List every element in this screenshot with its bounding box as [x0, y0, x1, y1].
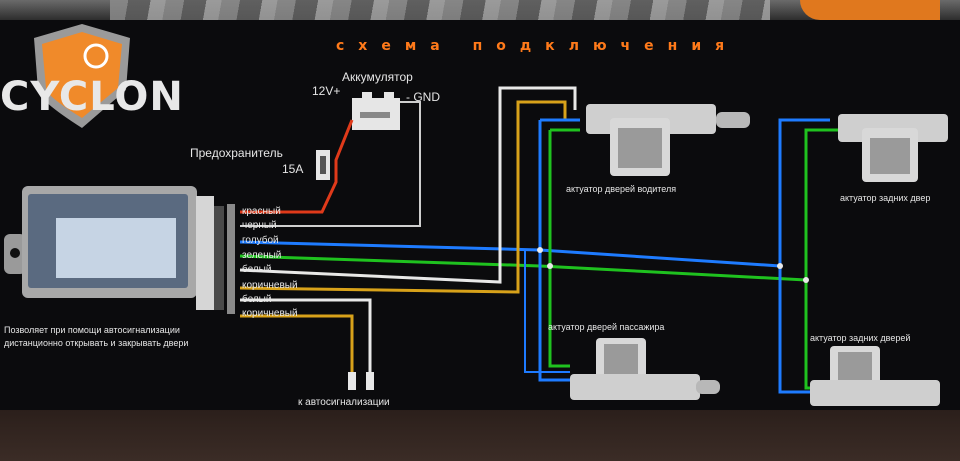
wire-label-green: зеленый — [242, 250, 282, 261]
wire-label-black: черный — [242, 220, 277, 231]
wire-label-blue: голубой — [242, 235, 279, 246]
battery-plus-label: 12V+ — [312, 84, 341, 98]
actuator-passenger-label: актуатор дверей пассажира — [548, 322, 665, 332]
battery-gnd-label: - GND — [406, 90, 440, 104]
control-module — [4, 186, 235, 314]
actuator-rear-top-label: актуатор задних двер — [840, 193, 931, 203]
fuse-icon — [316, 150, 330, 180]
wire-label-white: белый — [242, 264, 272, 275]
floor — [0, 410, 960, 461]
actuator-driver-icon — [586, 104, 750, 176]
module-note-line-1: Позволяет при помощи автосигнализации — [4, 325, 180, 335]
actuator-rear-bottom-icon — [810, 346, 940, 406]
orange-box-corner — [800, 0, 940, 20]
alarm-label: к автосигнализации — [298, 397, 390, 408]
wire-label-red: красный — [242, 206, 281, 217]
fuse-label: Предохранитель — [190, 146, 283, 160]
wire-label-white-2: белый — [242, 294, 272, 305]
actuator-passenger-icon — [570, 338, 720, 400]
actuator-driver-label: актуатор дверей водителя — [566, 184, 677, 194]
wire-label-brown: коричневый — [242, 280, 298, 291]
actuator-rear-top-icon — [838, 114, 948, 182]
module-note-line-2: дистанционно открывать и закрывать двери — [4, 338, 189, 348]
actuator-rear-bottom-label: актуатор задних дверей — [810, 333, 911, 343]
brand-logo-text: CYCLON — [0, 74, 184, 120]
fuse-rating: 15A — [282, 162, 304, 176]
battery-label: Аккумулятор — [342, 70, 413, 84]
wire-label-brown-2: коричневый — [242, 308, 298, 319]
battery-icon — [352, 92, 400, 130]
wire-junctions — [537, 247, 809, 283]
scheme-title: схема подключения — [336, 38, 739, 54]
alarm-connectors-icon — [348, 372, 374, 390]
logo-shield-icon — [34, 24, 130, 128]
wire-harness — [239, 86, 838, 394]
